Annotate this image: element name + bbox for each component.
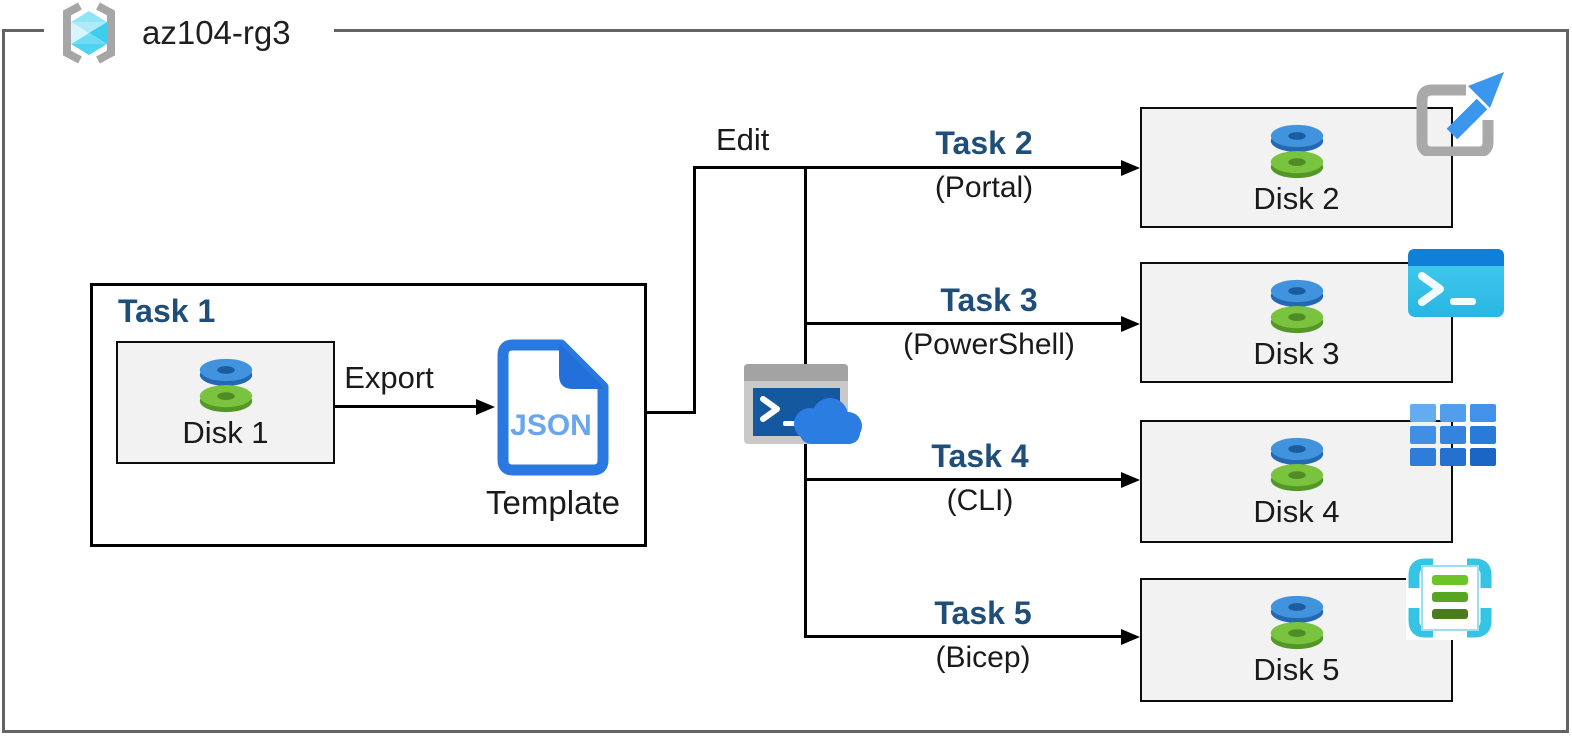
resource-group-frame (2, 29, 1569, 733)
disk1-box: Disk 1 (116, 341, 335, 464)
connector-elbow-h (646, 411, 695, 414)
cloud-shell-icon (744, 364, 868, 448)
task5-method: (Bicep) (935, 641, 1031, 674)
managed-disk-icon (1270, 124, 1323, 179)
task2-label-group: Task 2 (Portal) (860, 125, 1108, 205)
disk5-box: Disk 5 (1140, 578, 1453, 702)
task2-name: Task 2 (935, 125, 1033, 161)
managed-disk-icon (1270, 595, 1323, 650)
managed-disk-icon (199, 358, 252, 413)
disk5-label: Disk 5 (1253, 652, 1340, 687)
task4-method: (CLI) (946, 484, 1014, 517)
template-label: Template (486, 484, 620, 521)
azure-portal-icon (1412, 64, 1506, 156)
disk3-box: Disk 3 (1140, 262, 1453, 383)
task2-arrow-line (693, 166, 1124, 169)
task4-name: Task 4 (931, 438, 1029, 474)
edit-label: Edit (716, 122, 770, 157)
task3-label-group: Task 3 (PowerShell) (860, 282, 1118, 362)
resource-group-icon (50, 1, 128, 65)
disk1-label: Disk 1 (182, 415, 269, 450)
azure-powershell-icon (1408, 249, 1504, 317)
managed-disk-icon (1270, 279, 1323, 334)
json-icon-text: JSON (510, 409, 592, 442)
task4-label-group: Task 4 (CLI) (856, 438, 1104, 518)
task3-arrow-line (804, 322, 1124, 325)
task2-method: (Portal) (934, 171, 1034, 204)
resource-group-name: az104-rg3 (142, 14, 291, 51)
disk2-box: Disk 2 (1140, 107, 1453, 228)
task3-name: Task 3 (940, 282, 1038, 318)
task4-arrow-head (1121, 472, 1140, 488)
task5-name: Task 5 (934, 595, 1032, 631)
task5-arrow-line (804, 635, 1124, 638)
bicep-template-icon (1406, 556, 1494, 640)
task4-arrow-line (804, 478, 1124, 481)
task3-method: (PowerShell) (903, 328, 1075, 361)
task2-arrow-head (1121, 160, 1140, 176)
managed-disk-icon (1270, 437, 1323, 492)
json-template-icon: JSON (497, 339, 609, 476)
task5-label-group: Task 5 (Bicep) (858, 595, 1108, 675)
export-label: Export (344, 360, 434, 395)
task3-arrow-head (1121, 316, 1140, 332)
export-arrow-line (335, 405, 477, 408)
frame-label-gap (44, 26, 334, 36)
disk2-label: Disk 2 (1253, 181, 1340, 216)
connector-elbow-v (693, 166, 696, 414)
task1-title: Task 1 (118, 293, 216, 329)
disk4-box: Disk 4 (1140, 420, 1453, 543)
disk4-label: Disk 4 (1253, 494, 1340, 529)
disk3-label: Disk 3 (1253, 336, 1340, 371)
task5-arrow-head (1121, 629, 1140, 645)
export-arrow-head (476, 399, 495, 415)
azure-cli-icon (1410, 404, 1500, 468)
